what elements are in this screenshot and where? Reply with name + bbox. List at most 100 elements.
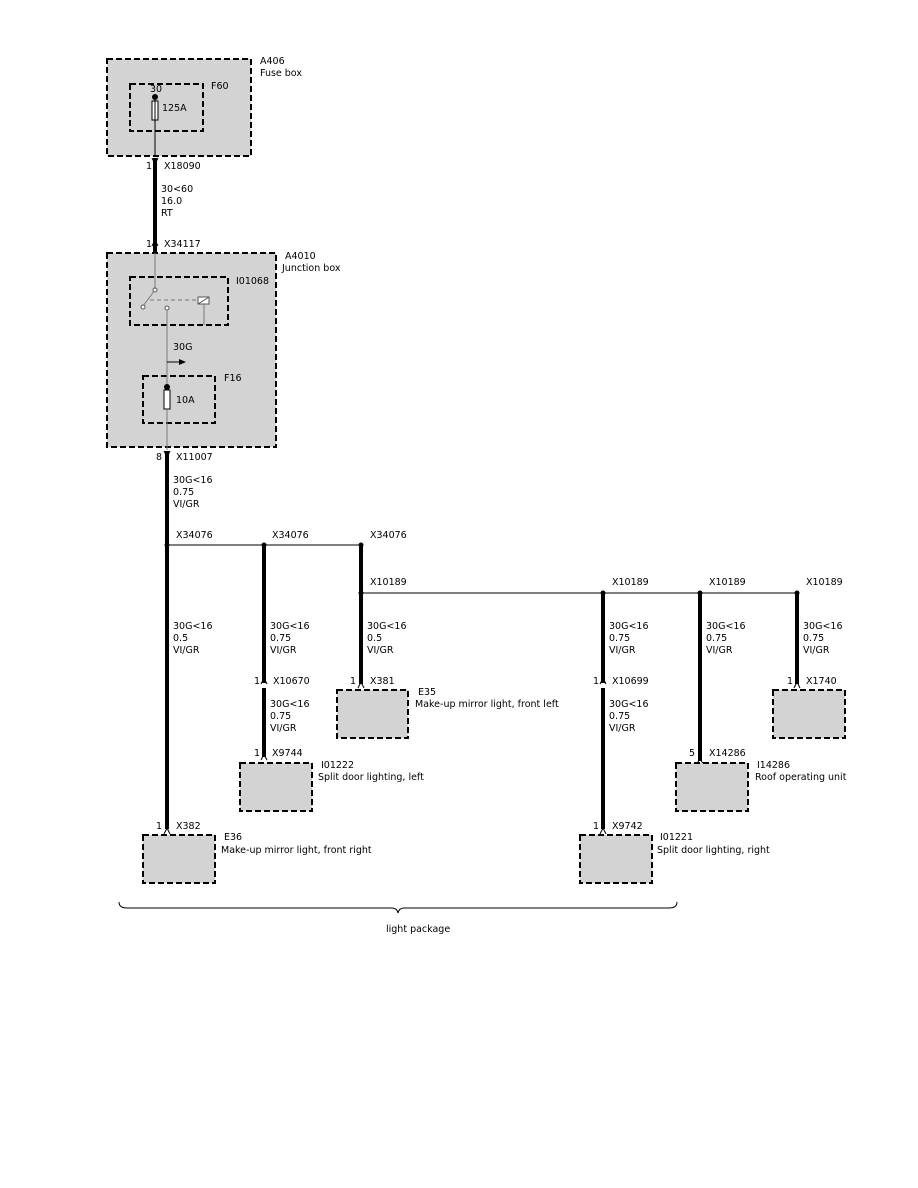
wire-size: 0.75: [270, 633, 291, 644]
x381-pin: 1: [350, 676, 356, 687]
component-i14286: 5 X14286 I14286 Roof operating unit: [675, 748, 847, 812]
component-e36: 1 X382 E36 Make-up mirror light, front r…: [142, 821, 372, 884]
wire-code: 30G<16: [706, 621, 746, 632]
wire-code: 30G<16: [270, 621, 310, 632]
x18090-pin: 1: [146, 161, 152, 172]
i01222-name: Split door lighting, left: [318, 772, 424, 783]
fuse-f60-rating: 125A: [162, 103, 187, 114]
x10670-id: X10670: [273, 676, 310, 687]
fuse-box-name: Fuse box: [260, 68, 302, 79]
fuse-box-id: A406: [260, 56, 285, 67]
junction-box-id: A4010: [285, 251, 316, 262]
splice-label: X34076: [176, 530, 213, 541]
wire-size: 0.5: [173, 633, 188, 644]
i14286-name: Roof operating unit: [755, 772, 847, 783]
x11007-id: X11007: [176, 452, 213, 463]
wire-size: 0.75: [270, 711, 291, 722]
wire-main-size: 16.0: [161, 196, 182, 207]
x9742-id: X9742: [612, 821, 643, 832]
wire-code: 30G<16: [803, 621, 843, 632]
wire-size: 0.5: [367, 633, 382, 644]
wire-color: VI/GR: [173, 499, 200, 510]
splice-label: X10189: [612, 577, 649, 588]
x11007-pin: 8: [156, 452, 162, 463]
wire-size: 0.75: [609, 711, 630, 722]
branch-i01221: X10189 30G<16 0.75 VI/GR 1 X10699 30G<16…: [593, 577, 649, 829]
signal-label: 30G: [173, 342, 192, 353]
branch-e36: 30G<16 0.5 VI/GR: [165, 545, 213, 829]
wire-code: 30G<16: [367, 621, 407, 632]
junction-box-a4010: A4010 Junction box I01068 30G F16 10A: [106, 251, 341, 450]
light-package-bracket: light package: [118, 901, 678, 935]
wire-size: 0.75: [706, 633, 727, 644]
fuse-box-a406: A406 Fuse box F60 30 125A: [106, 56, 302, 157]
x10670-pin: 1: [254, 676, 260, 687]
splice-label: X10189: [709, 577, 746, 588]
fuse-f16-id: F16: [224, 373, 242, 384]
x18090-id: X18090: [164, 161, 201, 172]
wire-x11007: 8 X11007 30G<16 0.75 VI/GR: [156, 451, 213, 545]
x10699-pin: 1: [593, 676, 599, 687]
x9744-pin: 1: [254, 748, 260, 759]
x382-pin: 1: [156, 821, 162, 832]
branch-i01222: 30G<16 0.75 VI/GR 1 X10670 30G<16 0.75 V…: [254, 545, 310, 757]
relay-id: I01068: [236, 276, 269, 287]
fuse-f60-id: F60: [211, 81, 229, 92]
wire-code: 30G<16: [270, 699, 310, 710]
x1740-id: X1740: [806, 676, 837, 687]
wire-code: 30G<16: [609, 699, 649, 710]
fuse-f60-pin: 30: [150, 84, 162, 95]
e35-id: E35: [418, 687, 436, 698]
junction-box-name: Junction box: [281, 263, 341, 274]
wire-color: VI/GR: [367, 645, 394, 656]
branch-x1740: X10189 30G<16 0.75 VI/GR 1 X1740: [787, 577, 843, 687]
fuse-f16-icon: [163, 389, 171, 410]
i01221-name: Split door lighting, right: [657, 845, 770, 856]
x10699-id: X10699: [612, 676, 649, 687]
fuse-f16-rating: 10A: [176, 395, 195, 406]
component-x1740: [772, 689, 846, 739]
x34117-pin: 1: [146, 239, 152, 250]
x382-id: X382: [176, 821, 201, 832]
splice-label: X10189: [806, 577, 843, 588]
wire-code: 30G<16: [173, 475, 213, 486]
wire-color: VI/GR: [173, 645, 200, 656]
component-e35: E35 Make-up mirror light, front left: [336, 687, 559, 739]
wire-color: VI/GR: [270, 645, 297, 656]
splice-label: X34076: [272, 530, 309, 541]
wire-color: VI/GR: [609, 723, 636, 734]
splice-label: X34076: [370, 530, 407, 541]
wire-size: 0.75: [173, 487, 194, 498]
splice-x34076: X34076 X34076 X34076: [164, 530, 407, 548]
wire-main-color: RT: [161, 208, 173, 219]
e36-id: E36: [224, 832, 242, 843]
wire-size: 0.75: [609, 633, 630, 644]
wire-code: 30G<16: [609, 621, 649, 632]
wire-color: VI/GR: [609, 645, 636, 656]
x9742-pin: 1: [593, 821, 599, 832]
wire-color: VI/GR: [270, 723, 297, 734]
branch-i14286: X10189 30G<16 0.75 VI/GR: [697, 577, 746, 761]
x9744-id: X9744: [272, 748, 303, 759]
connector-pin-icons: [151, 157, 801, 835]
x34117-id: X34117: [164, 239, 201, 250]
wire-main: 1 X18090 30<60 16.0 RT 1 X34117: [146, 158, 201, 252]
splice-label: X10189: [370, 577, 407, 588]
wire-color: VI/GR: [803, 645, 830, 656]
wire-main-code: 30<60: [161, 184, 193, 195]
component-i01221: 1 X9742 I01221 Split door lighting, righ…: [579, 821, 770, 884]
x381-id: X381: [370, 676, 395, 687]
e36-name: Make-up mirror light, front right: [221, 845, 372, 856]
i14286-id: I14286: [757, 760, 790, 771]
component-i01222: 1 X9744 I01222 Split door lighting, left: [239, 748, 424, 812]
x14286-id: X14286: [709, 748, 746, 759]
bracket-label: light package: [386, 924, 450, 935]
arrow-right-icon: [179, 359, 186, 365]
wire-size: 0.75: [803, 633, 824, 644]
x1740-pin: 1: [787, 676, 793, 687]
wire-code: 30G<16: [173, 621, 213, 632]
i01222-id: I01222: [321, 760, 354, 771]
x14286-pin: 5: [689, 748, 695, 759]
i01221-id: I01221: [660, 832, 693, 843]
